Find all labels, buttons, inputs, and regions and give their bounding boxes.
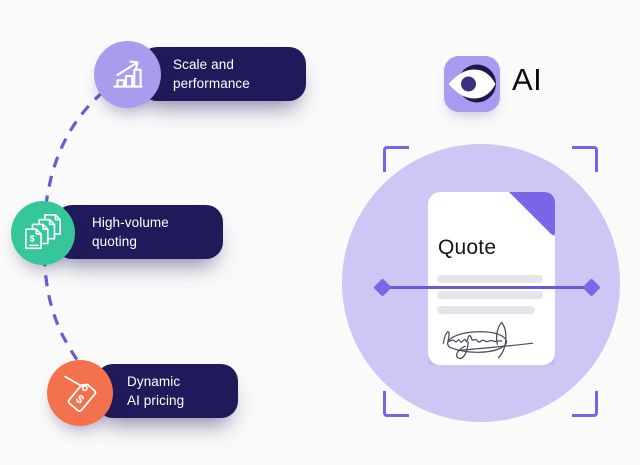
document-text-line [437,306,535,314]
feature-circle: $ [11,201,75,265]
document-title: Quote [438,236,497,259]
feature-label-line2: performance [173,76,250,91]
feature-circle: $ [47,360,113,426]
feature-label-line1: Scale and [173,57,234,72]
document-fold-corner [509,192,555,236]
feature-pill: High-volume quoting [55,205,223,259]
ai-badge [444,56,500,112]
feature-label-line1: High-volume [92,215,169,230]
money-documents-icon: $ [25,214,61,250]
feature-circle [94,41,161,108]
feature-label-line2: AI pricing [127,393,185,408]
document-text-line [437,291,543,299]
feature-pill: Scale and performance [140,47,306,101]
feature-label-line1: Dynamic [127,374,181,389]
corner-bracket-top-left [383,146,409,172]
quote-document: Quote [428,192,555,365]
corner-bracket-top-right [572,146,598,172]
corner-bracket-bottom-right [572,391,598,417]
feature-label-line2: quoting [92,234,137,249]
corner-bracket-bottom-left [383,391,409,417]
signature-scribble-icon [433,315,541,361]
scan-line [383,286,592,289]
price-tag-icon: $ [64,375,97,412]
ai-label: AI [512,62,543,97]
bar-chart-growth-icon [112,60,143,88]
svg-text:$: $ [30,234,35,244]
document-text-line [437,275,543,283]
feature-pill: Dynamic AI pricing [96,364,238,418]
eye-icon [448,64,496,103]
